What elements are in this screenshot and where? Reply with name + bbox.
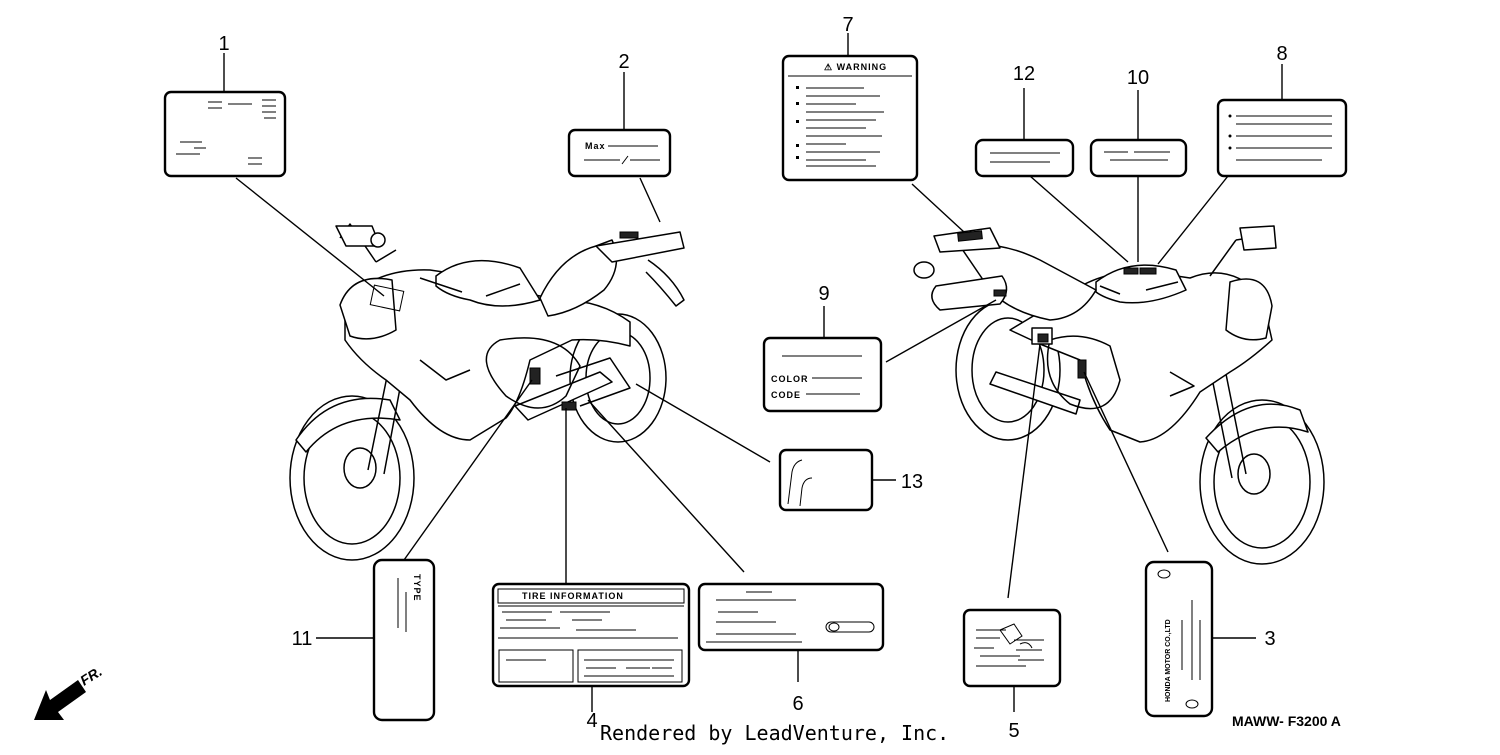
left-motorcycle: [289, 223, 685, 561]
front-arrow-icon: [34, 680, 86, 720]
label-2-max-text: Max: [585, 141, 606, 151]
label-13[interactable]: [778, 448, 874, 512]
label-8[interactable]: [1216, 98, 1348, 178]
label-12[interactable]: [974, 138, 1075, 178]
callout-1: 1: [218, 33, 229, 55]
callout-numbers: 1 2 3 4 5 6 7 8 9 10 11 12 13: [218, 14, 1287, 742]
label-4[interactable]: TIRE INFORMATION: [491, 582, 691, 688]
front-label: FR.: [77, 663, 105, 689]
callout-10: 10: [1127, 67, 1149, 89]
render-credit: Rendered by LeadVenture, Inc.: [600, 721, 949, 745]
label-3[interactable]: HONDA MOTOR CO.,LTD: [1144, 560, 1214, 718]
callout-9: 9: [818, 283, 829, 305]
callout-6: 6: [792, 693, 803, 715]
diagram-code: MAWW- F3200 A: [1232, 713, 1341, 729]
leader-lines: [223, 33, 1283, 712]
tire-information-heading: TIRE INFORMATION: [522, 591, 624, 601]
front-direction-indicator: FR.: [34, 663, 105, 720]
right-motorcycle: [913, 225, 1325, 565]
label-9[interactable]: COLOR CODE: [762, 336, 883, 413]
maker-text: HONDA MOTOR CO.,LTD: [1165, 619, 1172, 702]
callout-5: 5: [1008, 720, 1019, 742]
label-1[interactable]: [163, 90, 287, 178]
warning-heading: ⚠ WARNING: [824, 62, 887, 72]
label-11[interactable]: TYPE: [372, 558, 436, 722]
color-field-label: COLOR: [771, 374, 809, 384]
label-7[interactable]: ⚠ WARNING: [781, 54, 919, 182]
callout-8: 8: [1276, 43, 1287, 65]
code-field-label: CODE: [771, 390, 801, 400]
label-2[interactable]: Max: [567, 128, 672, 178]
callout-12: 12: [1013, 63, 1035, 85]
callout-7: 7: [842, 14, 853, 36]
callout-11: 11: [292, 628, 313, 650]
label-10[interactable]: [1089, 138, 1188, 178]
label-6[interactable]: [697, 582, 885, 652]
label-5[interactable]: [962, 608, 1062, 688]
callout-2: 2: [618, 51, 629, 73]
callout-3: 3: [1264, 628, 1275, 650]
callout-13: 13: [901, 471, 923, 493]
type-text: TYPE: [412, 574, 422, 602]
callout-4: 4: [586, 710, 597, 732]
